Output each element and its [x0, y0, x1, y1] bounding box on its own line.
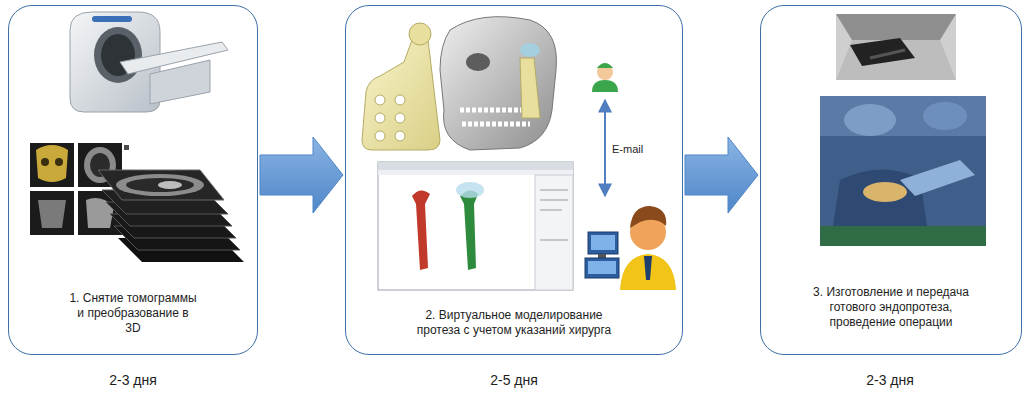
- slice-stack-part: [158, 181, 182, 189]
- surgery-photo-part: [844, 104, 896, 136]
- duration-label: 2-5 дня: [490, 372, 538, 388]
- engineer-icon-part: [588, 261, 616, 274]
- printer-photo: [836, 14, 956, 80]
- software-window-part: [378, 162, 573, 170]
- surgeon-icon-part: [597, 63, 613, 68]
- software-window-part: [540, 240, 568, 241]
- step-caption: 1. Снятие томограммы и преобразование в …: [69, 291, 197, 336]
- ct-scanner-part: [94, 27, 142, 83]
- ct-images-part: [124, 145, 129, 150]
- surgery-photo-part: [820, 96, 986, 136]
- software-window-part: [535, 175, 573, 290]
- software-window-part: [412, 190, 430, 270]
- printer-photo-part: [870, 50, 905, 58]
- skull-model-part: [520, 43, 540, 57]
- implant-model-part: [395, 95, 405, 105]
- step-panel: 2. Виртуальное моделирование протеза с у…: [345, 5, 683, 355]
- surgery-photo-part: [820, 96, 986, 246]
- implant-model-part: [409, 23, 431, 45]
- implant-model: [362, 23, 440, 150]
- slice-stack-part: [98, 170, 224, 200]
- skull-model: [440, 17, 556, 150]
- duration-label: 2-3 дня: [866, 372, 914, 388]
- software-window: [378, 162, 573, 290]
- printer-photo-part: [850, 38, 915, 66]
- engineer-icon-part: [644, 256, 652, 280]
- engineer-icon-part: [591, 235, 615, 250]
- implant-model-part: [375, 113, 385, 123]
- skull-model-part: [466, 53, 490, 71]
- step-caption: 3. Изготовление и передача готового эндо…: [809, 285, 974, 330]
- skull-model-part: [462, 122, 530, 127]
- implant-model-part: [395, 131, 405, 141]
- engineer-icon-part: [630, 206, 666, 228]
- ct-images-part: [41, 158, 49, 166]
- ct-images-part: [38, 200, 66, 228]
- ct-images-part: [30, 191, 74, 235]
- slice-stack: [98, 170, 244, 262]
- ct-scanner-part: [150, 60, 210, 104]
- duration-label: 2-3 дня: [109, 372, 157, 388]
- ct-images-part: [55, 158, 63, 166]
- ct-scanner: [70, 12, 228, 112]
- surgery-photo-part: [863, 182, 907, 202]
- ct-images-part: [36, 145, 68, 182]
- email-label: E-mail: [612, 143, 643, 155]
- step-panel: 3. Изготовление и передача готового эндо…: [760, 5, 1022, 355]
- engineer-icon-part: [620, 254, 676, 290]
- skull-model-part: [520, 58, 540, 118]
- skull-model-part: [440, 17, 556, 150]
- software-window-part: [456, 182, 484, 198]
- software-window-part: [540, 210, 562, 211]
- printer-photo-part: [836, 14, 956, 80]
- surgeon-icon-part: [597, 64, 613, 80]
- software-window-part: [460, 190, 478, 270]
- surgeon-icon: [592, 63, 618, 92]
- implant-model-part: [395, 113, 405, 123]
- flow-arrow: [685, 137, 758, 213]
- surgery-photo-part: [900, 160, 975, 196]
- email-arrow: [604, 100, 606, 196]
- engineer-icon-part: [588, 232, 618, 254]
- surgery-photo-part: [923, 102, 967, 130]
- software-window-part: [378, 170, 573, 175]
- software-window-part: [378, 162, 573, 290]
- implant-model-part: [362, 40, 440, 150]
- engineer-icon-part: [585, 258, 619, 278]
- step-caption: 2. Виртуальное моделирование протеза с у…: [414, 308, 614, 338]
- slice-stack-part: [126, 178, 194, 192]
- surgery-photo: [820, 96, 986, 246]
- step-panel: 1. Снятие томограммы и преобразование в …: [8, 5, 258, 355]
- ct-images-part: [30, 143, 74, 187]
- slice-stack-part: [116, 174, 204, 196]
- ct-scanner-part: [92, 16, 132, 22]
- software-window-part: [540, 200, 568, 201]
- engineer-icon: [585, 206, 676, 290]
- surgery-photo-part: [820, 226, 986, 246]
- implant-model-part: [375, 95, 385, 105]
- software-window-part: [540, 190, 568, 191]
- implant-model-part: [375, 131, 385, 141]
- surgeon-icon-part: [592, 80, 618, 92]
- printer-photo-part: [836, 14, 956, 40]
- flow-arrow: [260, 137, 343, 213]
